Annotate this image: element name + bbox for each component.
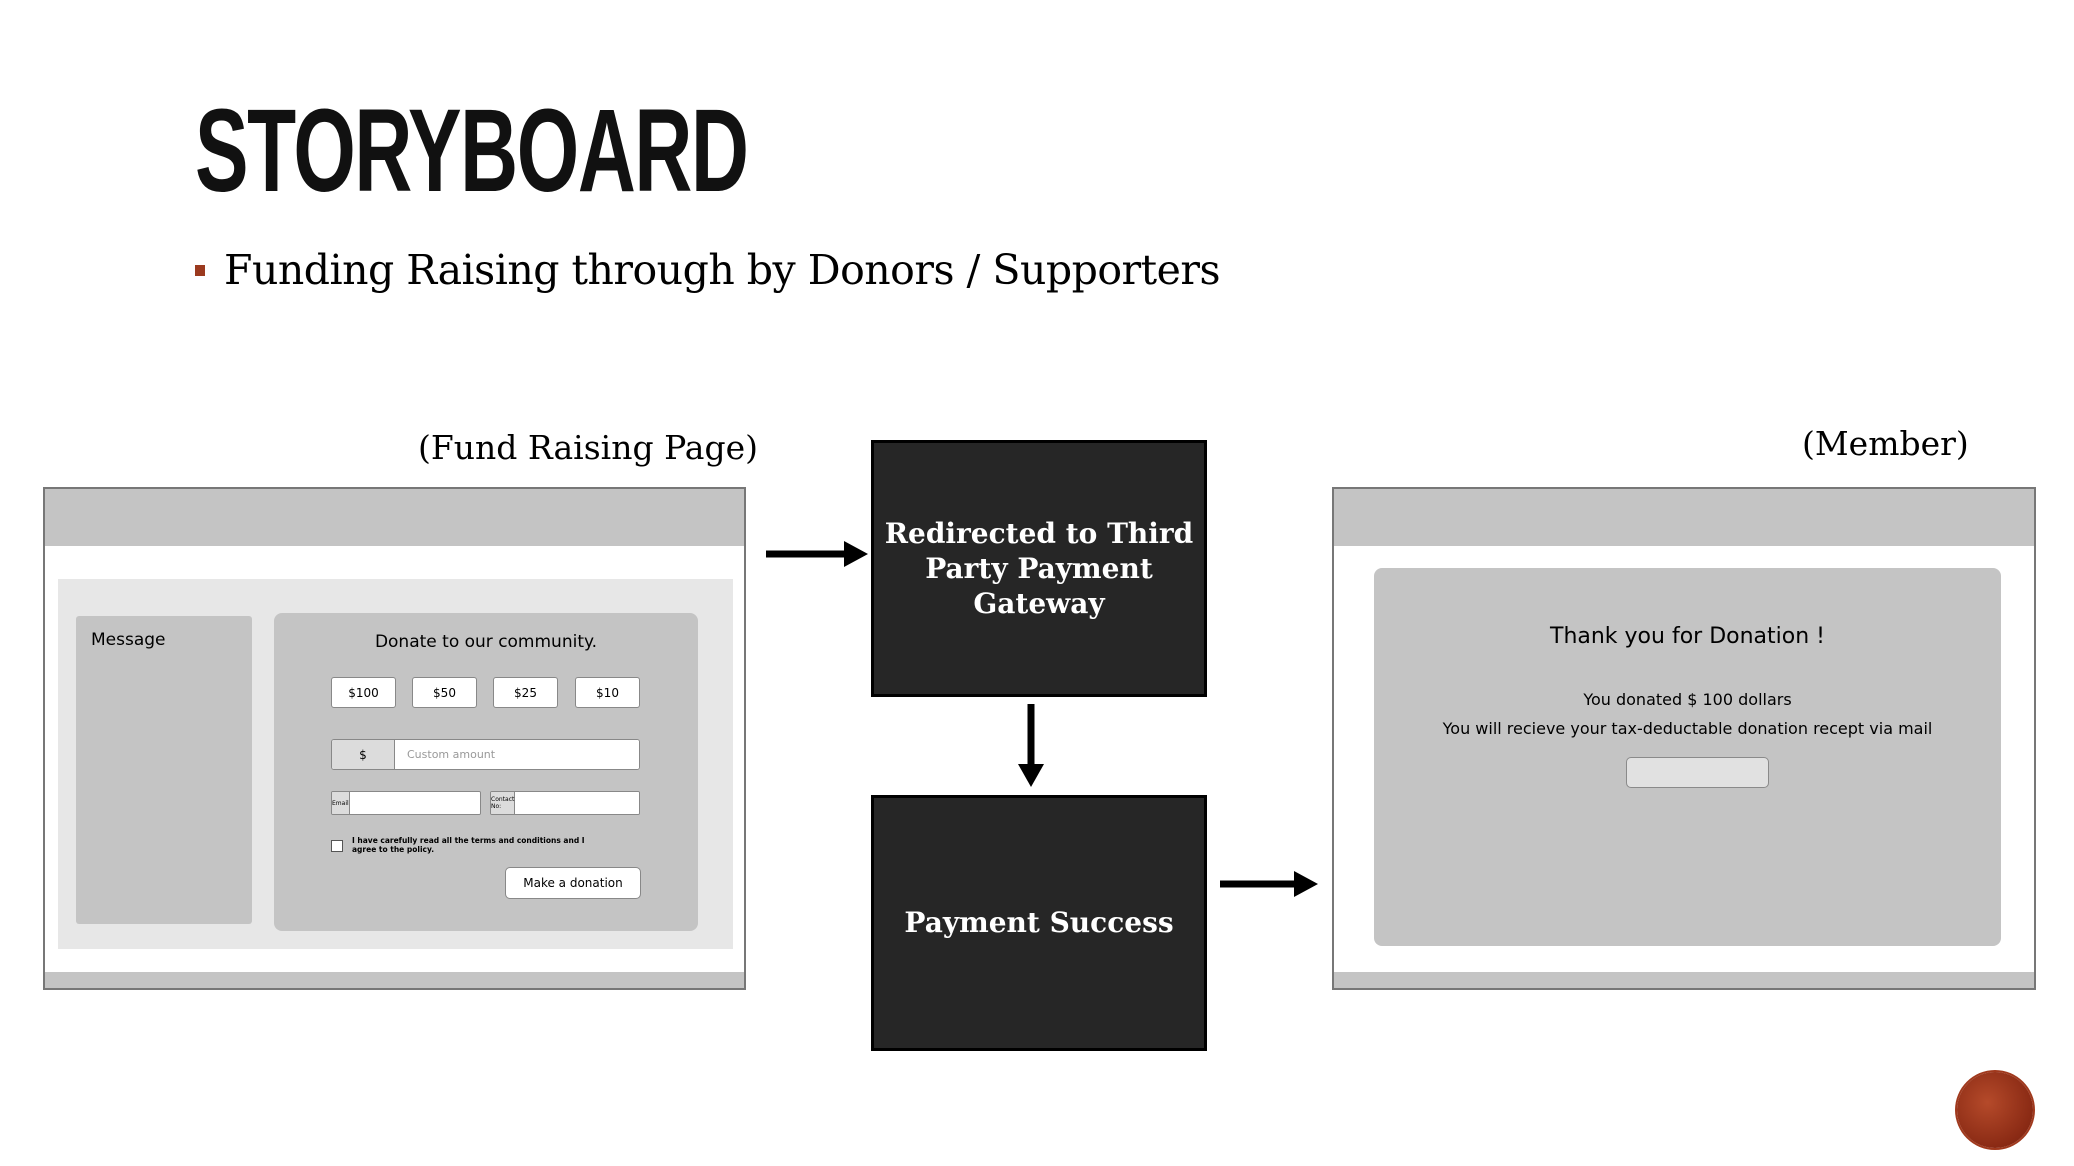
fund-raising-page-caption: (Fund Raising Page) [418, 428, 759, 467]
receipt-notice-text: You will recieve your tax-deductable don… [1442, 719, 1933, 738]
bullet-square-icon [195, 264, 205, 276]
email-field: Email [331, 791, 481, 815]
amount-10-button[interactable]: $10 [575, 677, 640, 708]
thank-you-heading: Thank you for Donation ! [1550, 624, 1825, 649]
amount-50-button[interactable]: $50 [412, 677, 477, 708]
down-arrow-icon [1018, 704, 1044, 787]
fund-raising-page-mockup: Message Donate to our community. $100 $5… [43, 487, 746, 990]
email-input[interactable] [349, 792, 480, 814]
donation-form: Donate to our community. $100 $50 $25 $1… [274, 613, 698, 931]
payment-success-box: Payment Success [871, 795, 1207, 1051]
right-arrow-icon [1220, 871, 1318, 897]
slide-title: STORYBOARD [195, 85, 749, 217]
email-label: Email [332, 792, 350, 814]
make-donation-button[interactable]: Make a donation [505, 867, 641, 899]
bullet-item: Funding Raising through by Donors / Supp… [195, 246, 1221, 294]
member-page-mockup: Thank you for Donation ! You donated $ 1… [1332, 487, 2036, 990]
custom-amount-input[interactable] [395, 740, 639, 769]
message-panel: Message [76, 616, 252, 924]
bullet-text: Funding Raising through by Donors / Supp… [224, 246, 1221, 294]
amount-100-button[interactable]: $100 [331, 677, 396, 708]
contact-input[interactable] [515, 792, 639, 814]
amount-25-button[interactable]: $25 [493, 677, 558, 708]
terms-text: I have carefully read all the terms and … [352, 836, 585, 855]
circular-logo-icon [1957, 1072, 2033, 1148]
member-caption: (Member) [1802, 424, 1969, 463]
mockup-footer-bar [1334, 972, 2034, 988]
mockup-header-bar [1334, 489, 2034, 546]
thank-you-panel: Thank you for Donation ! You donated $ 1… [1374, 568, 2001, 946]
mockup-header-bar [45, 489, 744, 546]
donate-title: Donate to our community. [374, 632, 598, 652]
terms-row: I have carefully read all the terms and … [331, 836, 597, 855]
payment-gateway-box: Redirected to Third Party Payment Gatewa… [871, 440, 1207, 697]
blank-button[interactable] [1626, 757, 1769, 788]
mockup-footer-bar [45, 972, 744, 988]
custom-amount-field: $ [331, 739, 640, 770]
contact-label: Contact No: [491, 792, 516, 814]
donated-amount-text: You donated $ 100 dollars [1583, 690, 1792, 709]
contact-field: Contact No: [490, 791, 640, 815]
message-label: Message [91, 630, 166, 650]
currency-prefix: $ [332, 740, 395, 769]
right-arrow-icon [766, 541, 868, 567]
terms-checkbox[interactable] [331, 840, 343, 852]
